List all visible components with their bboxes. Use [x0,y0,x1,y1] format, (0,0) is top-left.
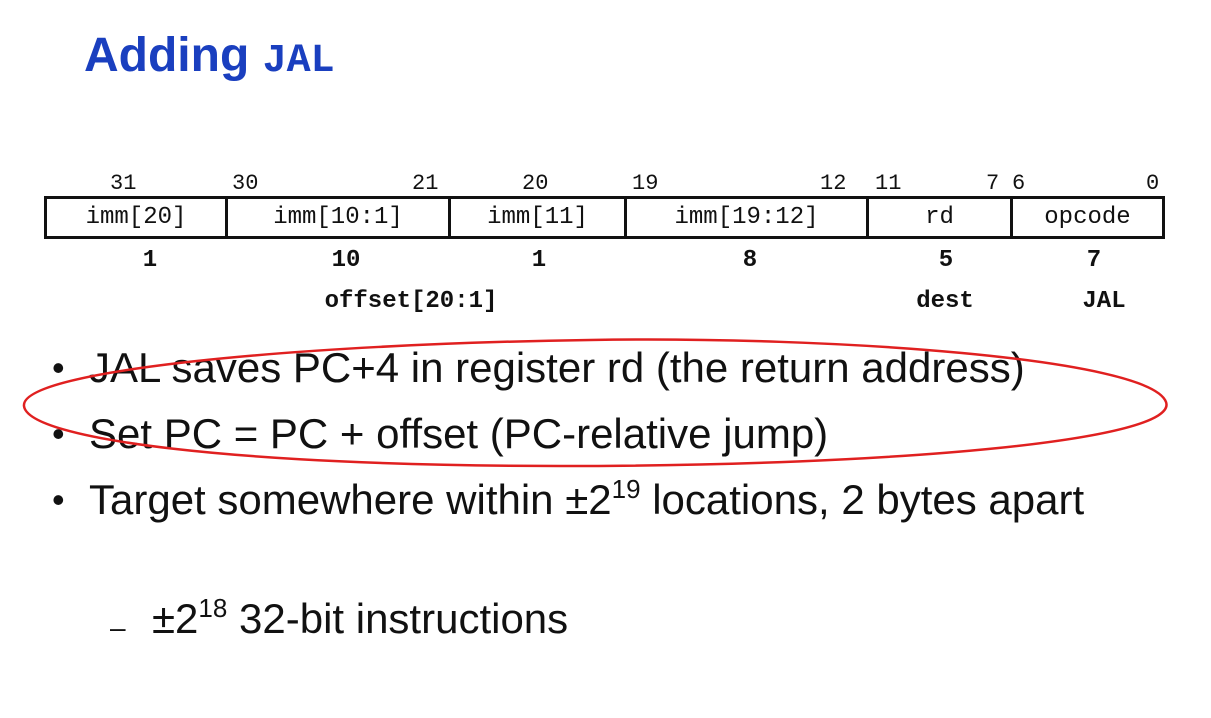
slide-title: Adding JAL [84,28,335,90]
field-width: 5 [938,247,954,274]
bullet-dot: • [52,413,65,454]
bit-position: 11 [875,171,902,196]
field-width: 1 [142,247,158,274]
field-width: 8 [742,247,758,274]
instruction-format: imm[20] imm[10:1] imm[11] imm[19:12] rd … [44,196,1165,239]
dest-label: dest [916,288,974,315]
bullet-exponent: 19 [611,474,641,504]
bullet-text: Target somewhere within ±219 locations, … [89,476,1169,524]
bit-position: 6 [1012,171,1026,196]
field-width: 7 [1086,247,1102,274]
bullet-text: Set PC = PC + offset (PC-relative jump) [89,410,829,457]
bullet-dot: • [52,347,65,388]
bit-position: 7 [986,171,1000,196]
title-prefix: Adding [84,29,263,82]
bit-position: 20 [522,171,549,196]
title-code: JAL [262,39,335,84]
field-rd: rd [869,199,1013,236]
bit-position: 30 [232,171,259,196]
sub-bullet-post: 32-bit instructions [227,595,569,642]
bullet-text-post: locations, 2 bytes apart [640,476,1085,523]
jal-label: JAL [1082,288,1126,315]
field-imm20: imm[20] [47,199,228,236]
bit-position: 19 [632,171,659,196]
field-imm10-1: imm[10:1] [228,199,451,236]
bullet-text-pre: Target somewhere within ±2 [89,476,612,523]
field-imm11: imm[11] [451,199,627,236]
bullet-dot: • [52,479,65,520]
field-width: 1 [531,247,547,274]
sub-bullet-dash: – [110,612,126,643]
bit-position: 12 [820,171,847,196]
field-width: 10 [331,247,361,274]
sub-bullet-item: –±218 32-bit instructions [110,595,568,652]
field-opcode: opcode [1044,204,1131,231]
bit-position: 21 [412,171,439,196]
sub-bullet-pre: ±2 [152,595,199,642]
bullet-text: JAL saves PC+4 in register rd (the retur… [89,344,1025,391]
field-imm19-12: imm[19:12] [627,199,869,236]
bit-position: 0 [1146,171,1160,196]
sub-bullet-exponent: 18 [198,593,228,623]
offset-label: offset[20:1] [324,288,498,315]
bit-position: 31 [110,171,137,196]
